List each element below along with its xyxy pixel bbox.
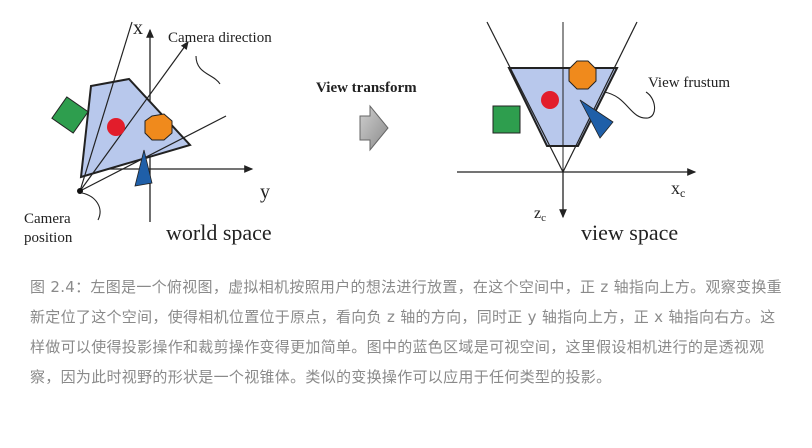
frustum-edge-line [79, 21, 133, 192]
world-orange-octagon [144, 113, 173, 141]
world-space-diagram: x y Camera direction Camera position wor… [24, 17, 272, 246]
camera-position-pointer [81, 192, 101, 221]
figure-diagram: x y Camera direction Camera position wor… [24, 17, 730, 246]
view-zc-axis-label: zc [534, 205, 546, 224]
view-space-label: view space [581, 220, 678, 245]
frustum-edge-line [79, 115, 227, 192]
world-blue-cone [134, 149, 153, 187]
camera-position-dot [77, 188, 83, 194]
view-frustum-label: View frustum [648, 75, 730, 91]
view-green-square [492, 105, 521, 134]
view-frustum-pointer [603, 91, 656, 119]
world-red-circle [107, 118, 125, 136]
camera-direction-label: Camera direction [168, 30, 272, 46]
view-orange-octagon [568, 60, 597, 90]
view-transform: View transform [316, 80, 417, 152]
camera-direction-pointer [195, 55, 221, 85]
world-x-axis-label: x [133, 17, 143, 39]
view-space-diagram: xc zc View frustum view space [457, 21, 730, 245]
transform-arrow-icon [359, 104, 389, 152]
world-y-axis-label: y [260, 181, 270, 203]
view-transform-label: View transform [316, 80, 417, 96]
view-frustum-edge [562, 21, 638, 173]
camera-position-label-line2: position [24, 230, 73, 246]
world-green-square [51, 96, 89, 134]
camera-direction-arrow [79, 41, 189, 192]
camera-position-label-line1: Camera [24, 211, 71, 227]
view-frustum-edge [486, 21, 564, 173]
world-space-label: world space [166, 220, 272, 245]
view-red-circle [541, 91, 559, 109]
figure-caption: 图 2.4：左图是一个俯视图，虚拟相机按照用户的想法进行放置，在这个空间中，正 … [30, 278, 782, 386]
view-xc-axis-label: xc [671, 178, 685, 200]
view-blue-cone [579, 99, 614, 139]
